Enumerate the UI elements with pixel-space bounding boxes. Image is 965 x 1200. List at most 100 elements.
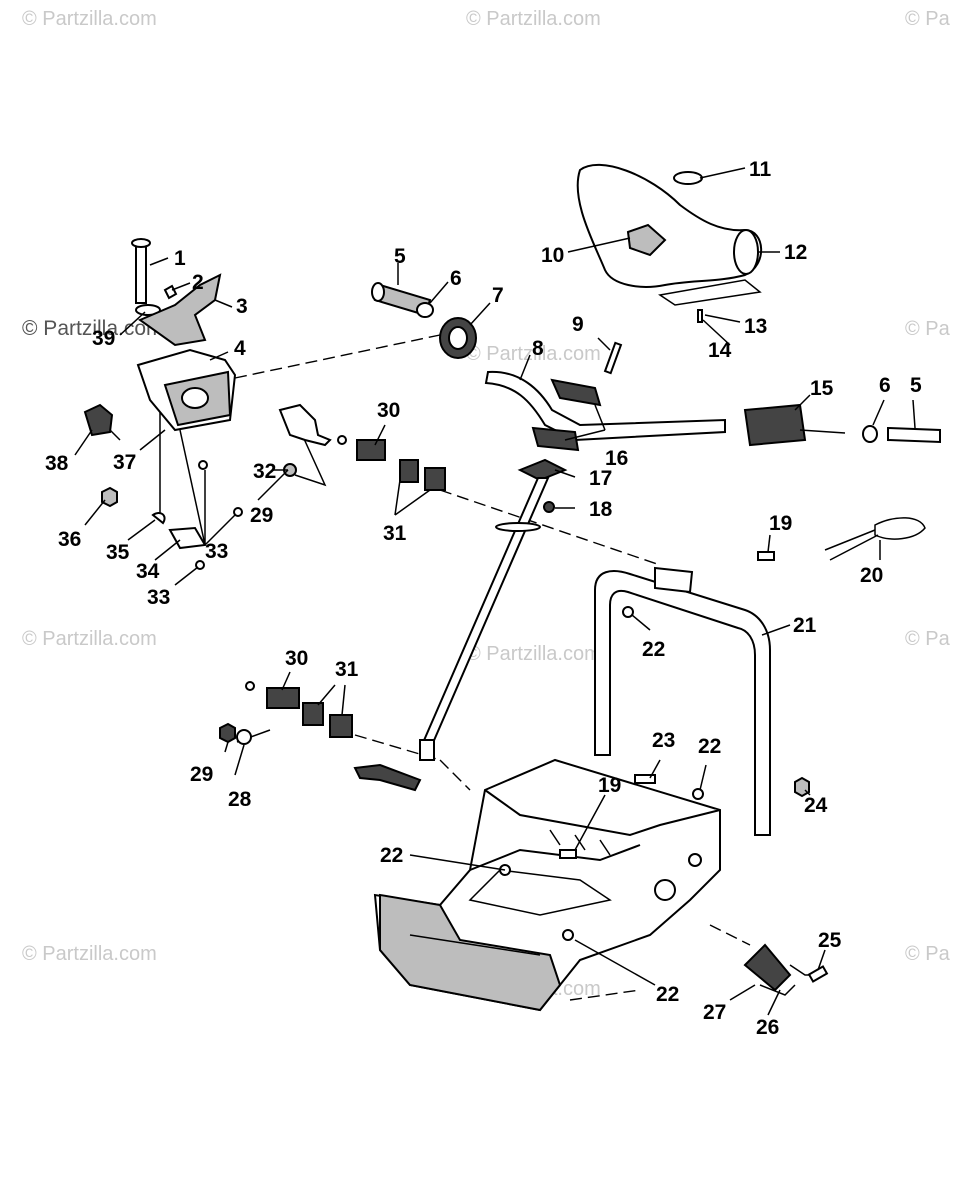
callout-21: 21 bbox=[793, 614, 817, 637]
steering-mount-assembly bbox=[83, 238, 243, 570]
callout-39: 39 bbox=[92, 327, 115, 350]
plate-34 bbox=[168, 526, 207, 550]
callout-31b: 31 bbox=[335, 658, 359, 681]
steering-post bbox=[353, 458, 568, 792]
handlebar-pad bbox=[576, 163, 763, 323]
callout-22b: 22 bbox=[698, 735, 721, 758]
callout-34: 34 bbox=[136, 560, 160, 583]
clip-22 bbox=[562, 929, 574, 941]
block-30 bbox=[266, 687, 300, 709]
drop-arm bbox=[353, 763, 422, 792]
strap-13 bbox=[658, 279, 762, 306]
callout-17: 17 bbox=[589, 467, 612, 490]
callout-11: 11 bbox=[749, 158, 772, 181]
callout-4: 4 bbox=[234, 337, 246, 360]
watermark: © Partzilla.com bbox=[22, 628, 157, 650]
callout-9: 9 bbox=[572, 313, 584, 336]
grip-5 bbox=[887, 426, 941, 444]
callout-13: 13 bbox=[744, 315, 767, 338]
pad-end-12 bbox=[733, 229, 759, 275]
watermark: © Partzilla.com bbox=[22, 8, 157, 30]
handlebar-assembly bbox=[371, 282, 941, 452]
fitting-25 bbox=[807, 965, 829, 983]
watermark: © Pa bbox=[905, 8, 951, 30]
callout-25: 25 bbox=[818, 929, 842, 952]
callout-14: 14 bbox=[708, 339, 732, 362]
callout-29: 29 bbox=[250, 504, 273, 527]
bushing-31 bbox=[424, 467, 446, 491]
bolt-19 bbox=[559, 849, 577, 859]
bushing-31 bbox=[329, 714, 353, 738]
callout-1: 1 bbox=[174, 247, 186, 270]
callout-3: 3 bbox=[236, 295, 248, 318]
callout-5b: 5 bbox=[910, 374, 922, 397]
callout-16: 16 bbox=[605, 447, 628, 470]
callout-37: 37 bbox=[113, 451, 136, 474]
watermark-overlay: © Partzilla.com bbox=[22, 317, 164, 340]
bolt-19 bbox=[757, 551, 775, 561]
plug-6 bbox=[862, 425, 878, 443]
assembly-lines bbox=[159, 334, 751, 1001]
callout-10: 10 bbox=[541, 244, 564, 267]
bushing-31 bbox=[302, 702, 324, 726]
decal-11 bbox=[673, 171, 703, 185]
bolt-23 bbox=[634, 774, 656, 784]
leader-lines bbox=[74, 167, 916, 1016]
washer-28 bbox=[236, 729, 252, 745]
callout-26: 26 bbox=[756, 1016, 779, 1039]
clip-2 bbox=[163, 284, 178, 300]
clamp-16 bbox=[550, 378, 602, 407]
callout-30b: 30 bbox=[285, 647, 308, 670]
watermark-layer: © Partzilla.com © Partzilla.com © Pa © P… bbox=[22, 8, 951, 1000]
chassis-frame bbox=[373, 758, 721, 1012]
callout-33b: 33 bbox=[147, 586, 170, 609]
flag-assembly bbox=[743, 943, 829, 996]
watermark: © Partzilla.com bbox=[466, 8, 601, 30]
coil-20 bbox=[874, 517, 926, 540]
nut-29 bbox=[219, 722, 236, 744]
callout-28: 28 bbox=[228, 788, 252, 811]
callout-7: 7 bbox=[492, 284, 504, 307]
cone-27 bbox=[743, 943, 792, 992]
post bbox=[420, 477, 550, 746]
watermark: © Partzilla.com bbox=[466, 343, 601, 365]
callout-38: 38 bbox=[45, 452, 69, 475]
block-30 bbox=[356, 439, 386, 461]
bolt-9 bbox=[603, 341, 623, 375]
upper-clamp-assembly bbox=[278, 403, 446, 491]
callout-8: 8 bbox=[532, 337, 544, 360]
washer-39 bbox=[135, 304, 161, 316]
callout-18: 18 bbox=[589, 498, 613, 521]
callout-32: 32 bbox=[253, 460, 276, 483]
screw-33 bbox=[198, 460, 208, 470]
callout-6: 6 bbox=[450, 267, 462, 290]
callout-22c: 22 bbox=[380, 844, 403, 867]
callout-labels: 1 2 3 4 5 6 7 8 9 10 11 12 13 14 15 6 5 … bbox=[45, 158, 922, 1039]
callout-19: 19 bbox=[769, 512, 792, 535]
nut-18 bbox=[543, 501, 555, 513]
callout-15: 15 bbox=[810, 377, 834, 400]
callout-5: 5 bbox=[394, 245, 406, 268]
callout-19b: 19 bbox=[598, 774, 621, 797]
clip-22 bbox=[622, 606, 634, 618]
handlebar-8 bbox=[484, 370, 726, 442]
bushing-31 bbox=[399, 459, 419, 483]
callout-6b: 6 bbox=[879, 374, 891, 397]
plug-6 bbox=[416, 302, 434, 318]
callout-20: 20 bbox=[860, 564, 883, 587]
screw-33 bbox=[233, 507, 243, 517]
callout-36: 36 bbox=[58, 528, 81, 551]
callout-31: 31 bbox=[383, 522, 407, 545]
bolt-1 bbox=[135, 242, 147, 304]
callout-30: 30 bbox=[377, 399, 400, 422]
callout-2: 2 bbox=[192, 271, 204, 294]
plate-17 bbox=[517, 458, 568, 482]
bracket-32 bbox=[278, 403, 332, 447]
watermark: © Partzilla.com bbox=[22, 943, 157, 965]
callout-22: 22 bbox=[642, 638, 665, 661]
callout-24: 24 bbox=[804, 794, 828, 817]
callout-29b: 29 bbox=[190, 763, 213, 786]
pad-10 bbox=[576, 163, 763, 288]
wire-harness bbox=[824, 517, 926, 561]
clip-35 bbox=[151, 512, 166, 525]
